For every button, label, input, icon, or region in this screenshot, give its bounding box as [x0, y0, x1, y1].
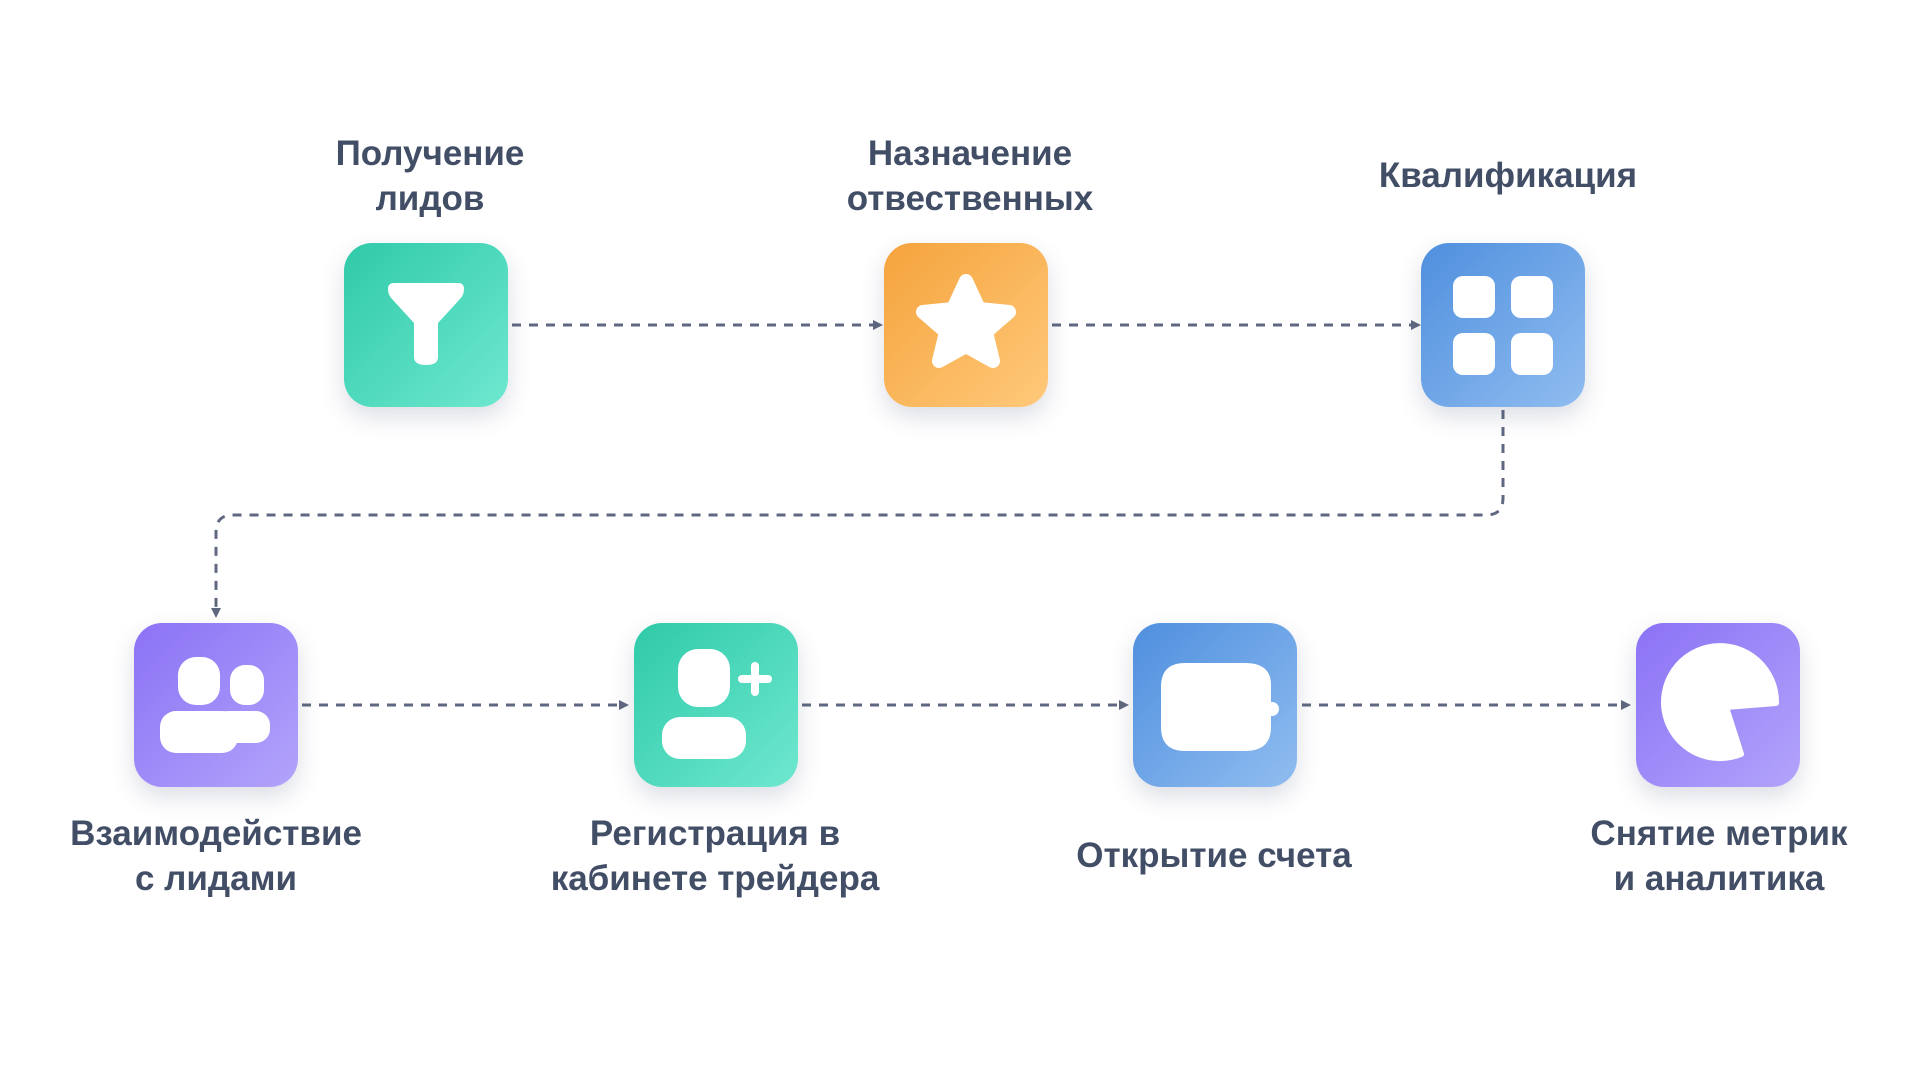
- funnel-icon: [344, 243, 508, 407]
- add-user-icon: [634, 623, 798, 787]
- step-tile-metrics: [1636, 623, 1800, 787]
- grid-icon: [1421, 243, 1585, 407]
- step-tile-account: [1133, 623, 1297, 787]
- step-label-metrics: Снятие метрик и аналитика: [1590, 814, 1848, 898]
- connector-qualify-to-interact: [211, 410, 1505, 618]
- step-tile-register: [634, 623, 798, 787]
- users-icon: [134, 623, 298, 787]
- wallet-icon: [1133, 623, 1297, 787]
- step-tile-qualify: [1421, 243, 1585, 407]
- step-tile-interact: [134, 623, 298, 787]
- step-tile-leads: [344, 243, 508, 407]
- step-label-register: Регистрация в кабинете трейдера: [550, 814, 880, 898]
- step-label-leads: Получение лидов: [335, 134, 525, 218]
- step-label-assign: Назначение отвественных: [846, 134, 1094, 218]
- step-label-qualify: Квалификация: [1378, 156, 1638, 195]
- step-label-account: Открытие счета: [1076, 836, 1352, 875]
- step-tile-assign: [884, 243, 1048, 407]
- step-label-interact: Взаимодействие с лидами: [70, 814, 362, 898]
- star-icon: [884, 243, 1048, 407]
- pie-chart-icon: [1636, 623, 1800, 787]
